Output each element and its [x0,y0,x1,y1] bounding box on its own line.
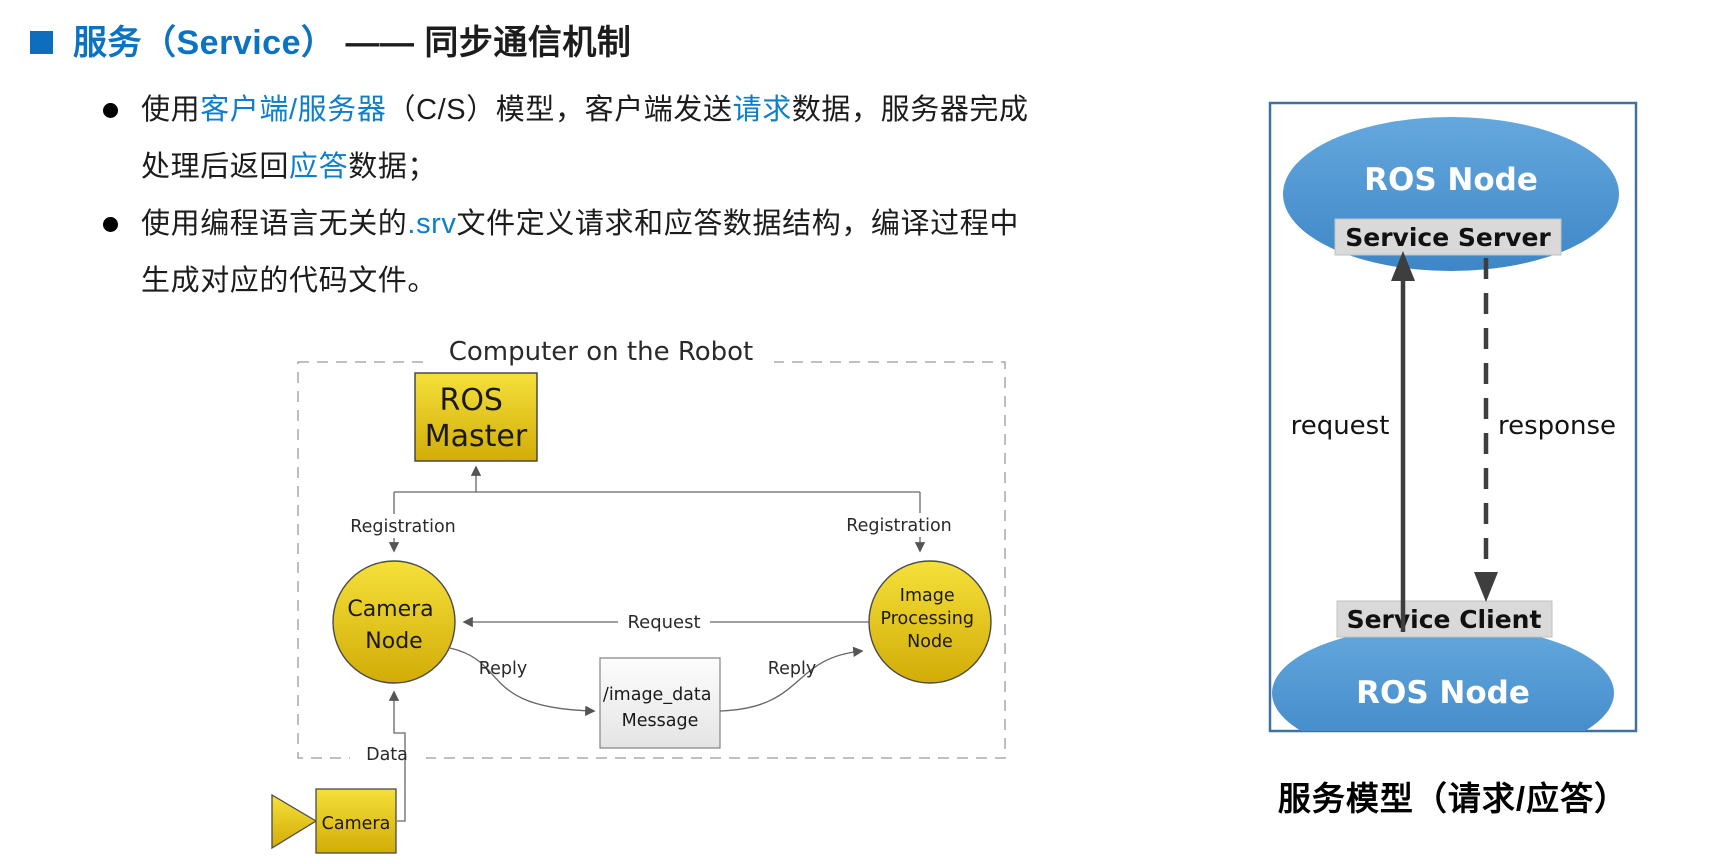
image-data-message-box [599,657,721,749]
response-label: response [1498,411,1616,441]
bullet-point-2: 使用编程语言无关的.srv文件定义请求和应答数据结构，编译过程中 生成对应的代码… [103,196,1019,310]
square-bullet-icon [30,31,53,54]
request-label: Request [627,612,700,633]
registration-right-label: Registration [846,516,952,536]
data-label: Data [366,745,408,765]
ros-master-box [414,372,538,462]
request-label: request [1291,411,1390,441]
reply-left-arrow [449,647,596,716]
ros-node-bottom-ellipse [1272,625,1614,731]
data-label-background [350,742,426,770]
boundary-title: Computer on the Robot [449,337,754,367]
service-model-caption: 服务模型（请求/应答） [1277,780,1629,817]
request-arrowhead-icon [1391,251,1415,281]
ros-graph-diagram: Computer on the Robot ROS Master Registr… [271,336,1006,854]
camera-hardware-box [315,788,397,854]
bullet-2-line-1: 使用编程语言无关的.srv文件定义请求和应答数据结构，编译过程中 [141,208,1019,240]
camera-lens-triangle-icon [271,793,318,850]
reply-left-label: Reply [479,659,527,679]
image-processing-node-label: Image Processing Node [880,586,979,652]
response-arrowhead-icon [1474,572,1498,602]
image-data-message-label: /image_data Message [603,685,717,731]
reply-right-label: Reply [768,659,816,679]
registration-left-bg [346,514,460,538]
data-arrow [388,690,406,822]
bullet-dot-icon [103,217,118,232]
ros-node-bottom-label: ROS Node [1356,675,1530,711]
service-model-diagram: ROS Node Service Server Service Client R… [1268,101,1638,733]
bullet-2-line-2: 生成对应的代码文件。 [141,265,438,297]
slide-title: 服务（Service） —— 同步通信机制 [30,20,631,66]
service-server-box [1334,218,1562,256]
ros-node-top-label: ROS Node [1364,162,1538,198]
service-server-label: Service Server [1345,223,1551,252]
service-client-label: Service Client [1347,605,1542,634]
registration-right-bg [842,513,956,537]
camera-node-circle [332,560,456,684]
service-client-box [1336,600,1553,638]
registration-left-label: Registration [350,517,456,537]
title-label-background [428,336,774,366]
bullet-point-1: 使用客户端/服务器（C/S）模型，客户端发送请求数据，服务器完成 处理后返回应答… [103,82,1029,196]
request-label-bg [618,608,710,634]
bullet-1-line-1: 使用客户端/服务器（C/S）模型，客户端发送请求数据，服务器完成 [141,94,1029,126]
bullet-dot-icon [103,103,118,118]
ros-master-label: ROS Master [425,383,528,454]
slide-title-text: 服务（Service） —— 同步通信机制 [73,24,632,62]
camera-node-label: Camera Node [347,597,440,654]
bullet-1-line-2: 处理后返回应答数据； [141,151,438,183]
camera-hardware-label: Camera [322,814,391,834]
reply-right-arrow [719,646,864,712]
